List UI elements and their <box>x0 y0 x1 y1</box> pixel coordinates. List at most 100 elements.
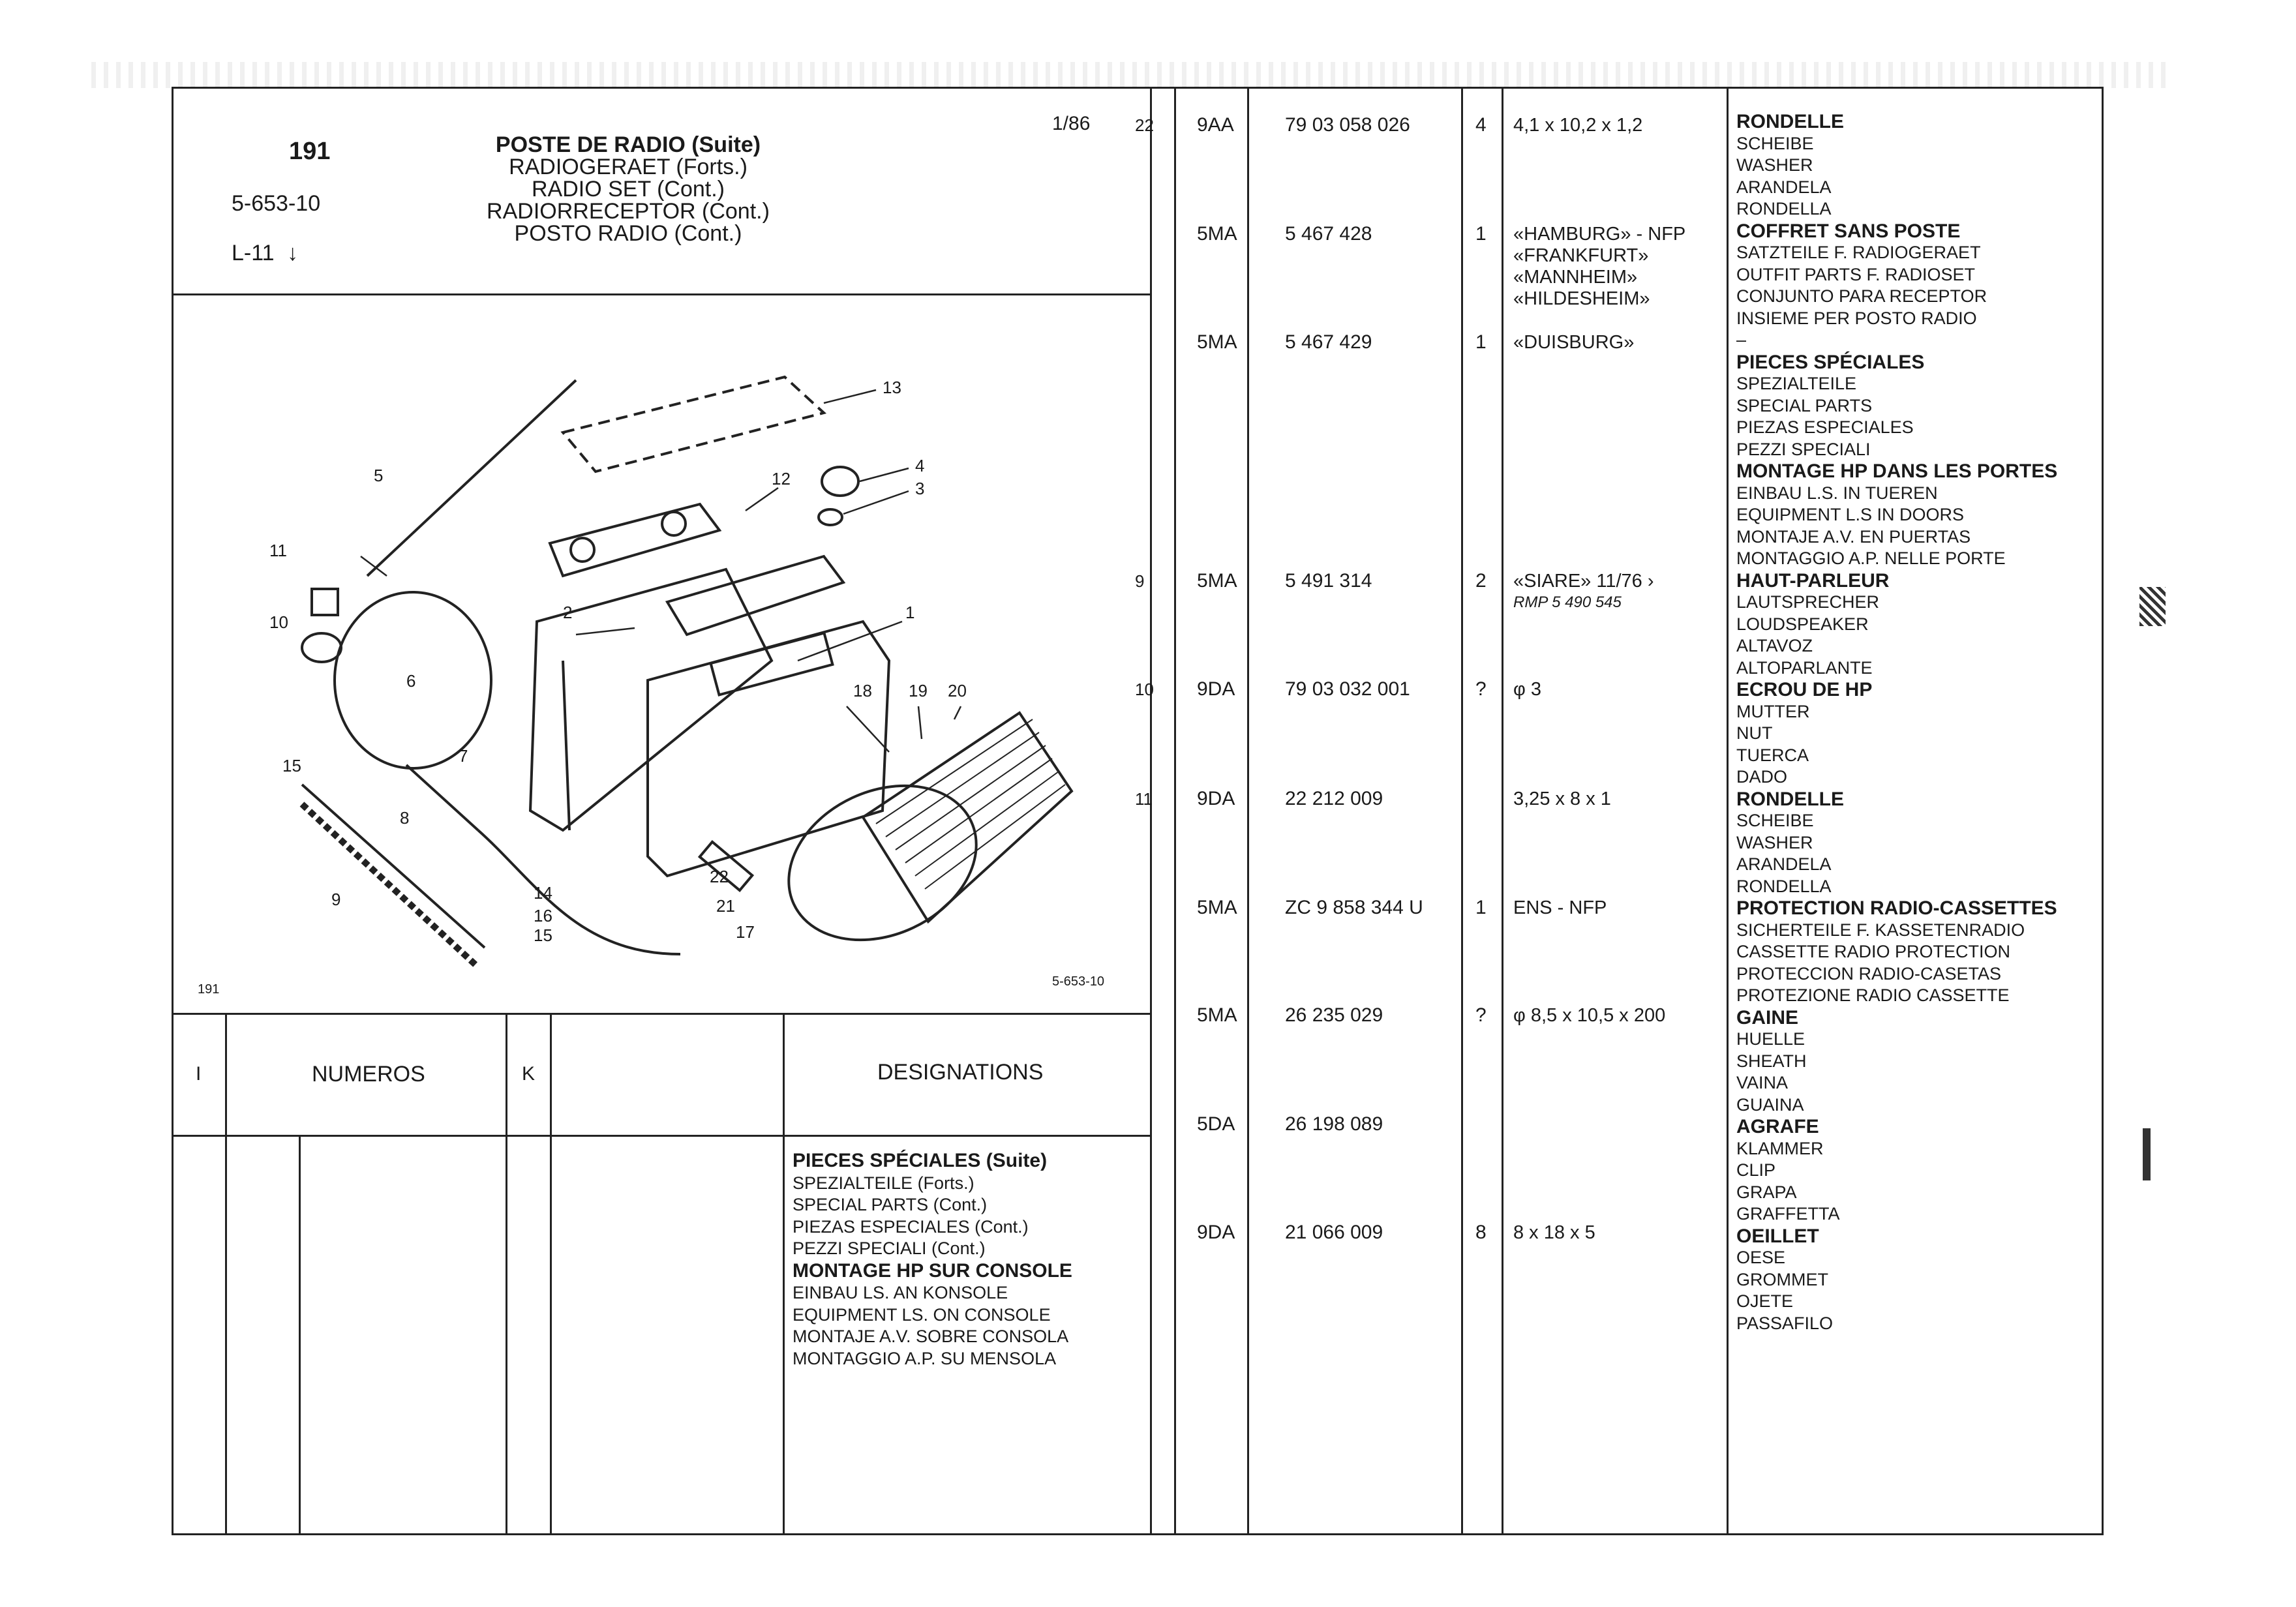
designation-line: GRAPA <box>1736 1182 1797 1202</box>
mounting-frame <box>646 620 891 878</box>
body-line-1: SPEZIALTEILE (Forts.) <box>793 1173 974 1193</box>
body-line-3: PIEZAS ESPECIALES (Cont.) <box>793 1216 1029 1237</box>
knob <box>821 466 860 497</box>
callout-21: 21 <box>716 896 735 916</box>
page-number: 191 <box>289 138 331 165</box>
part-spec-line: 8 x 18 x 5 <box>1513 1222 1595 1243</box>
callout-19: 20 <box>948 681 967 700</box>
designation-heading: RONDELLE <box>1736 788 1844 810</box>
part-spec-line: φ 3 <box>1513 679 1541 700</box>
left-header: 191 5-653-10 L-11 ↓ 1/86 POSTE DE RADIO … <box>172 87 1150 295</box>
designation-line: SPECIAL PARTS <box>1736 395 1873 415</box>
parts-col-number <box>1461 87 1463 1535</box>
callout-1: 1 <box>905 603 914 622</box>
table-body-designations: PIECES SPÉCIALES (Suite) SPEZIALTEILE (F… <box>793 1150 1072 1370</box>
designation-line: CLIP <box>1736 1160 1776 1180</box>
callout-15b: 15 <box>534 925 552 945</box>
part-qty: 4 <box>1475 114 1487 136</box>
designation-line: KLAMMER <box>1736 1138 1824 1158</box>
callout-5: 5 <box>374 466 383 485</box>
table-col-4 <box>550 1013 552 1535</box>
body-line-2: SPECIAL PARTS (Cont.) <box>793 1195 988 1214</box>
grille-lines <box>875 719 1066 890</box>
part-qty: ? <box>1475 678 1487 700</box>
part-spec-line: «SIARE» 11/76 › <box>1513 571 1654 592</box>
part-number: 26 235 029 <box>1285 1004 1383 1026</box>
part-code: 9DA <box>1197 788 1235 809</box>
body-line-0: PIECES SPÉCIALES (Suite) <box>793 1150 1048 1171</box>
cable-lead <box>405 764 479 832</box>
designation-line: PROTEZIONE RADIO CASSETTE <box>1736 985 2010 1005</box>
table-header-bottom <box>172 1135 1150 1137</box>
callout-22: 22 <box>710 867 729 886</box>
part-code: 5DA <box>1197 1113 1235 1135</box>
designation-heading: MONTAGE HP DANS LES PORTES <box>1736 460 2058 482</box>
part-number: 5 491 314 <box>1285 570 1372 592</box>
part-qty: 8 <box>1475 1222 1487 1243</box>
designation-line: ARANDELA <box>1736 854 1832 874</box>
callout-2: 2 <box>563 603 572 622</box>
part-number: 22 212 009 <box>1285 788 1383 809</box>
designation-heading: PIECES SPÉCIALES <box>1736 351 1925 373</box>
callout-8: 8 <box>400 808 409 828</box>
tray-hole-1 <box>569 537 596 563</box>
part-code: 5MA <box>1197 223 1237 245</box>
designation-line: RONDELLA <box>1736 199 1832 218</box>
part-spec-line: «DUISBURG» <box>1513 332 1635 353</box>
part-spec-line: ENS - NFP <box>1513 897 1607 918</box>
designation-line: WASHER <box>1736 832 1813 852</box>
designation-line: SICHERTEILE F. KASSETENRADIO <box>1736 920 2025 940</box>
col-header-k: K <box>522 1063 536 1085</box>
table-col-2 <box>299 1135 301 1535</box>
designation-line: ALTOPARLANTE <box>1736 657 1873 678</box>
designation-line: NUT <box>1736 723 1773 743</box>
designation-heading: RONDELLE <box>1736 111 1844 132</box>
designation-line: TUERCA <box>1736 745 1809 765</box>
part-code: 9DA <box>1197 1222 1235 1243</box>
designation-heading: COFFRET SANS POSTE <box>1736 220 1961 242</box>
designation-line: PROTECCION RADIO-CASETAS <box>1736 963 2002 984</box>
callout-4: 4 <box>915 456 924 475</box>
page-frame <box>172 87 2104 1535</box>
connector <box>697 839 755 893</box>
panel-divider <box>1150 87 1152 1535</box>
part-number: 79 03 058 026 <box>1285 114 1410 136</box>
leader-lines <box>360 389 962 753</box>
designation-line: PASSAFILO <box>1736 1313 1834 1333</box>
col-header-numeros: NUMEROS <box>312 1062 425 1087</box>
designation-heading: ECROU DE HP <box>1736 679 1873 700</box>
exploded-diagram: 13 4 3 12 5 1 2 11 10 6 7 18 19 20 15 8 … <box>198 375 1104 997</box>
parts-col-qty <box>1502 87 1503 1535</box>
washer-ring <box>301 632 342 663</box>
part-code: 5MA <box>1197 570 1237 592</box>
designation-line: LOUDSPEAKER <box>1736 614 1869 634</box>
designation-line: MONTAGGIO A.P. NELLE PORTE <box>1736 548 2006 568</box>
designation-line: EQUIPMENT L.S IN DOORS <box>1736 505 1965 524</box>
part-spec-line: «MANNHEIM» <box>1513 267 1638 288</box>
title-line-en: RADIO SET (Cont.) <box>532 177 725 202</box>
designation-line: OESE <box>1736 1248 1786 1267</box>
part-code: 9DA <box>1197 678 1235 700</box>
body-line-4: PEZZI SPECIALI (Cont.) <box>793 1239 986 1258</box>
radio-case-edge <box>562 660 571 831</box>
antenna-rod <box>366 379 577 577</box>
small-bracket <box>310 588 339 616</box>
callout-13: 13 <box>883 378 901 397</box>
sub-ref-text: L-11 <box>232 241 275 265</box>
part-code: 9AA <box>1197 114 1234 136</box>
body-line-9: MONTAGGIO A.P. SU MENSOLA <box>793 1348 1057 1368</box>
figure-corner-left: 191 <box>198 982 219 997</box>
body-line-8: MONTAJE A.V. SOBRE CONSOLA <box>793 1327 1069 1346</box>
callout-12: 12 <box>772 469 791 488</box>
callout-6: 6 <box>406 671 415 691</box>
callout-18: 19 <box>909 681 928 700</box>
part-number: 5 467 428 <box>1285 223 1372 245</box>
designation-line: HUELLE <box>1736 1029 1805 1049</box>
designation-line: ARANDELA <box>1736 177 1832 197</box>
part-number: ZC 9 858 344 U <box>1285 897 1423 918</box>
designation-line: DADO <box>1736 767 1788 787</box>
col-header-designations: DESIGNATIONS <box>877 1060 1044 1085</box>
frame-slot <box>709 631 834 697</box>
designation-line: GROMMET <box>1736 1269 1828 1289</box>
